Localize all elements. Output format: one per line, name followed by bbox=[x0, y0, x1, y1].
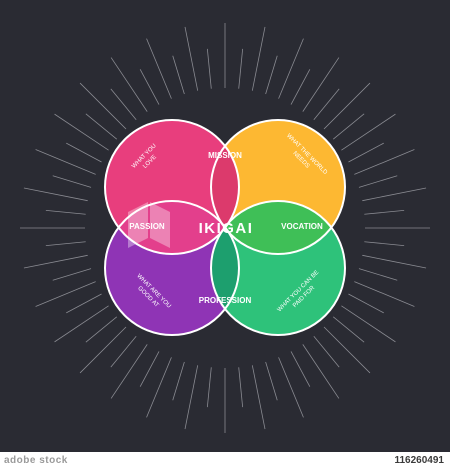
circle-outlines bbox=[104, 119, 346, 336]
ray bbox=[341, 113, 396, 151]
ray bbox=[66, 142, 102, 163]
ray bbox=[323, 82, 371, 130]
ray bbox=[35, 149, 96, 175]
ray bbox=[362, 254, 427, 269]
ray bbox=[172, 361, 185, 401]
ray bbox=[110, 335, 137, 368]
label-vocation: VOCATION bbox=[281, 222, 323, 231]
ray bbox=[278, 357, 304, 418]
ray bbox=[139, 351, 160, 387]
ray bbox=[358, 268, 398, 281]
ray bbox=[172, 55, 185, 95]
ray bbox=[184, 26, 199, 91]
ray bbox=[110, 88, 137, 121]
ray bbox=[23, 187, 88, 202]
ray bbox=[364, 209, 405, 215]
ray bbox=[54, 113, 109, 151]
ray bbox=[79, 326, 127, 374]
ray bbox=[66, 293, 102, 314]
ray bbox=[251, 365, 266, 430]
ray bbox=[146, 38, 172, 99]
ray bbox=[52, 175, 92, 188]
ray bbox=[348, 142, 384, 163]
sunburst-rays bbox=[20, 23, 430, 433]
ray bbox=[265, 55, 278, 95]
ray bbox=[184, 365, 199, 430]
ray bbox=[290, 351, 311, 387]
label-profession: PROFESSION bbox=[199, 296, 252, 305]
ray bbox=[332, 113, 365, 140]
ray bbox=[52, 268, 92, 281]
ray bbox=[110, 57, 148, 112]
ray bbox=[362, 187, 427, 202]
ray bbox=[313, 88, 340, 121]
ray bbox=[35, 281, 96, 307]
ikigai-diagram: MISSION PASSION VOCATION PROFESSION IKIG… bbox=[20, 23, 430, 433]
stock-id: 116260491 bbox=[394, 455, 444, 466]
ray bbox=[341, 305, 396, 343]
ray bbox=[332, 316, 365, 343]
ray bbox=[358, 175, 398, 188]
watermark-shape bbox=[128, 202, 170, 248]
ray bbox=[364, 241, 405, 247]
ray bbox=[110, 344, 148, 399]
ray bbox=[206, 367, 212, 408]
ray bbox=[85, 316, 118, 343]
ray bbox=[354, 149, 415, 175]
ray bbox=[323, 326, 371, 374]
ray bbox=[238, 367, 244, 408]
ray bbox=[302, 57, 340, 112]
ray bbox=[45, 241, 86, 247]
ray bbox=[206, 48, 212, 89]
ray bbox=[146, 357, 172, 418]
ray bbox=[139, 69, 160, 105]
ray bbox=[278, 38, 304, 99]
label-passion: PASSION bbox=[129, 222, 165, 231]
ray bbox=[265, 361, 278, 401]
ray bbox=[348, 293, 384, 314]
ray bbox=[238, 48, 244, 89]
ray bbox=[54, 305, 109, 343]
footer-bar bbox=[0, 452, 450, 469]
adobe-stock-logo: adobe stock bbox=[4, 455, 68, 466]
ray bbox=[23, 254, 88, 269]
ray bbox=[251, 26, 266, 91]
intersection-vocation bbox=[211, 201, 345, 254]
label-mission: MISSION bbox=[208, 151, 242, 160]
ray bbox=[85, 113, 118, 140]
ray bbox=[313, 335, 340, 368]
ray bbox=[302, 344, 340, 399]
intersection-passion bbox=[105, 201, 239, 254]
ray bbox=[290, 69, 311, 105]
ray bbox=[79, 82, 127, 130]
ray bbox=[45, 209, 86, 215]
ray bbox=[354, 281, 415, 307]
center-label-ikigai: IKIGAI bbox=[199, 220, 254, 237]
